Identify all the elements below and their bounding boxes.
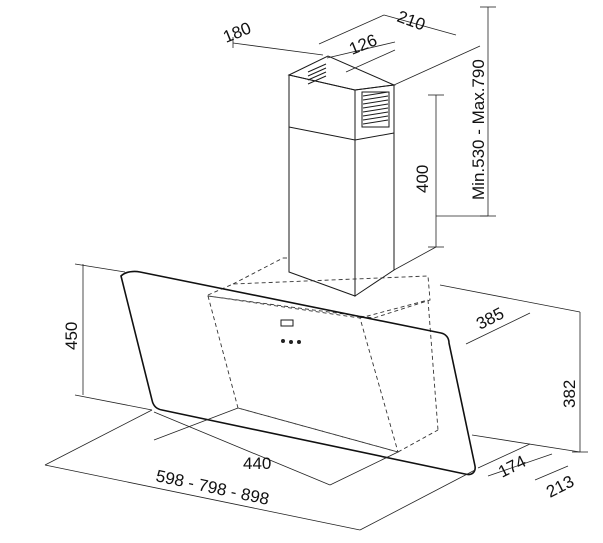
label-front-depth: 174 — [495, 452, 529, 482]
label-bottom-depth: 213 — [543, 472, 577, 502]
label-hood-height: 450 — [62, 322, 81, 350]
label-chimney-width: 210 — [395, 7, 428, 35]
label-chimney-depth: 180 — [220, 18, 253, 46]
vent-grille-left — [307, 63, 327, 85]
chimney — [287, 55, 396, 297]
hood-body — [207, 257, 439, 453]
label-height-range: Min.530 - Max.790 — [469, 59, 488, 200]
label-side-height: 382 — [560, 380, 579, 408]
dimension-lines — [44, 6, 588, 531]
label-inner-width: 440 — [243, 454, 271, 473]
glass-panel — [120, 270, 476, 476]
label-vent-width: 126 — [346, 30, 379, 58]
vent-grille-right — [361, 91, 390, 128]
label-side-depth: 385 — [473, 304, 507, 334]
label-chimney-height: 400 — [413, 165, 432, 193]
